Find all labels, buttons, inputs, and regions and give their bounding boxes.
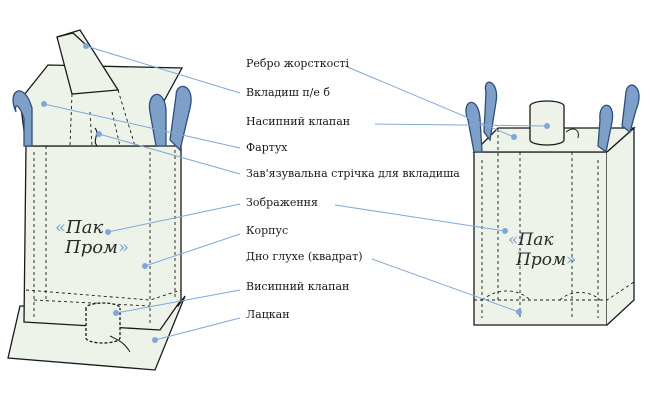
right-bag xyxy=(465,81,640,326)
label-image: Зображення xyxy=(246,196,318,209)
label-liner: Вкладиш п/е б xyxy=(246,86,330,99)
label-apron: Фартух xyxy=(246,141,288,154)
left-logo-line2: Пром» xyxy=(65,237,129,258)
label-fill-valve: Насипний клапан xyxy=(246,115,351,128)
label-discharge-valve: Висипний клапан xyxy=(246,280,350,293)
left-logo-close-quote: » xyxy=(117,237,129,258)
left-logo-open-quote: « xyxy=(55,217,67,238)
right-bag-strap-4 xyxy=(621,84,640,134)
left-bag-strap-right-1 xyxy=(148,93,167,147)
left-bag xyxy=(7,29,192,371)
right-bag-strap-3 xyxy=(597,104,614,154)
left-logo: «Пак Пром» xyxy=(55,218,129,258)
left-bag-strap-right-2 xyxy=(169,85,192,152)
left-bag-tie-tape xyxy=(94,127,98,147)
leader-lines xyxy=(41,43,550,343)
label-bottom: Дно глухе (квадрат) xyxy=(246,250,363,263)
label-rib: Ребро жорсткості xyxy=(246,57,349,70)
right-logo-line2: Пром» xyxy=(516,250,577,270)
label-lapel: Лацкан xyxy=(246,308,290,321)
right-logo-line1: «Пак xyxy=(508,230,554,250)
label-body: Корпус xyxy=(246,224,289,237)
left-logo-line1: «Пак xyxy=(55,217,104,238)
right-logo: «Пак Пром» xyxy=(508,230,576,270)
left-bag-strap-left xyxy=(12,90,33,147)
right-bag-strap-1 xyxy=(465,101,483,153)
label-tie-tape: Зав'язувальна стрічка для вкладиша xyxy=(246,167,460,180)
